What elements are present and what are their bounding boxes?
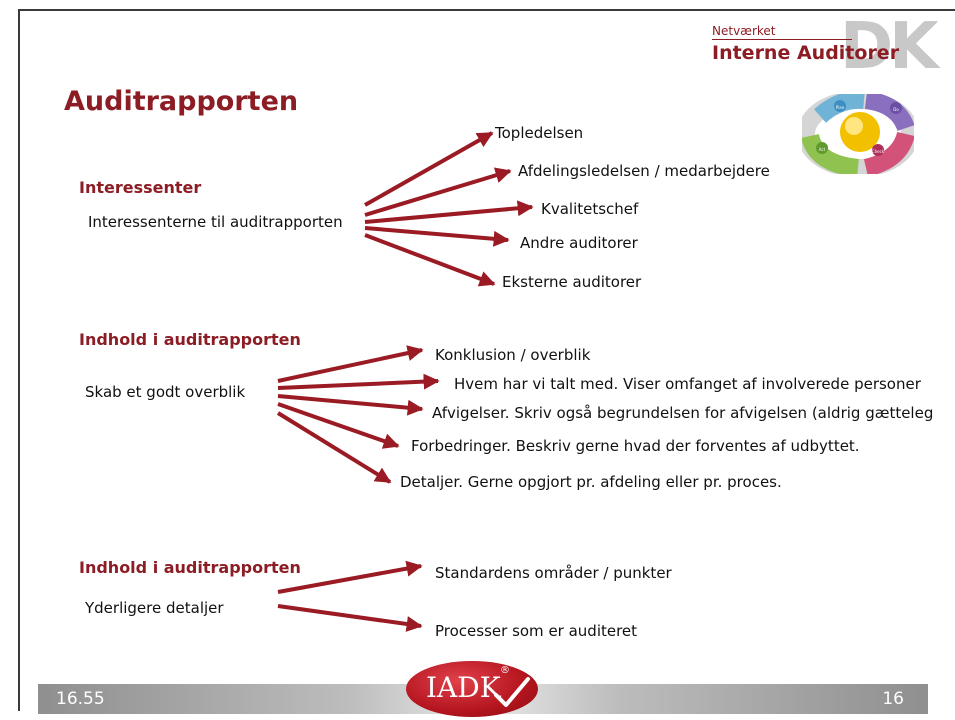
target-item: Detaljer. Gerne opgjort pr. afdeling ell…: [400, 473, 782, 491]
slide-title: Auditrapporten: [64, 86, 299, 117]
target-item: Andre auditorer: [520, 234, 638, 252]
pdca-do-label: Do: [893, 107, 899, 112]
section-heading-indhold-1: Indhold i auditrapporten: [79, 330, 301, 349]
section-source-overblik: Skab et godt overblik: [85, 383, 246, 401]
arrow-hvem: [277, 373, 440, 390]
target-item: Hvem har vi talt med. Viser omfanget af …: [454, 375, 921, 393]
target-item: Konklusion / overblik: [435, 346, 591, 364]
iadk-logo-text: IADK: [426, 671, 501, 704]
pdca-plan-label: Plan: [836, 105, 845, 110]
target-item: Kvalitetschef: [541, 200, 639, 218]
arrow-topledelsen: [364, 131, 494, 207]
footer-time: 16.55: [56, 689, 105, 709]
arrow-forbedringer: [277, 402, 400, 449]
logo-org-text: Interne Auditorer: [712, 42, 900, 64]
target-item: Forbedringer. Beskriv gerne hvad der for…: [411, 437, 860, 455]
arrow-konklusion: [277, 345, 424, 383]
network-logo: DK Netværket Interne Auditorer: [700, 10, 940, 84]
registered-mark: ®: [500, 665, 510, 676]
section-heading-interessenter: Interessenter: [79, 178, 202, 197]
target-item: Processer som er auditeret: [435, 622, 638, 640]
arrow-afvigelser: [277, 394, 424, 416]
iadk-logo-oval: [406, 661, 538, 717]
section-heading-indhold-2: Indhold i auditrapporten: [79, 558, 301, 577]
section-source-detaljer: Yderligere detaljer: [85, 599, 224, 617]
slide-frame: [18, 9, 955, 711]
logo-underline: [712, 39, 852, 40]
arrow-eksterne-auditorer: [364, 233, 496, 287]
arrow-detaljer: [276, 411, 392, 484]
target-item: Eksterne auditorer: [502, 273, 642, 291]
pdca-check-label: Check: [872, 149, 885, 154]
checkmark-icon: [494, 677, 530, 707]
pdca-cycle-icon: Plan Do Check Act: [802, 94, 914, 174]
logo-dk-text: DK: [840, 10, 939, 84]
arrow-standardens: [277, 560, 423, 594]
arrow-kvalitetschef: [364, 200, 534, 224]
target-item: Afdelingsledelsen / medarbejdere: [518, 162, 770, 180]
arrow-processer: [277, 604, 423, 632]
footer-page-number: 16: [882, 689, 904, 709]
logo-network-text: Netværket: [712, 24, 776, 38]
target-item: Topledelsen: [495, 124, 584, 142]
target-item: Afvigelser. Skriv også begrundelsen for …: [432, 404, 934, 422]
section-source-interessenter: Interessenterne til auditrapporten: [88, 213, 343, 231]
arrow-andre-auditorer: [364, 226, 510, 247]
pdca-act-label: Act: [819, 147, 826, 152]
iadk-logo: IADK ®: [406, 661, 538, 717]
arrow-afdelingsledelsen: [364, 167, 512, 217]
target-item: Standardens områder / punkter: [435, 564, 672, 582]
